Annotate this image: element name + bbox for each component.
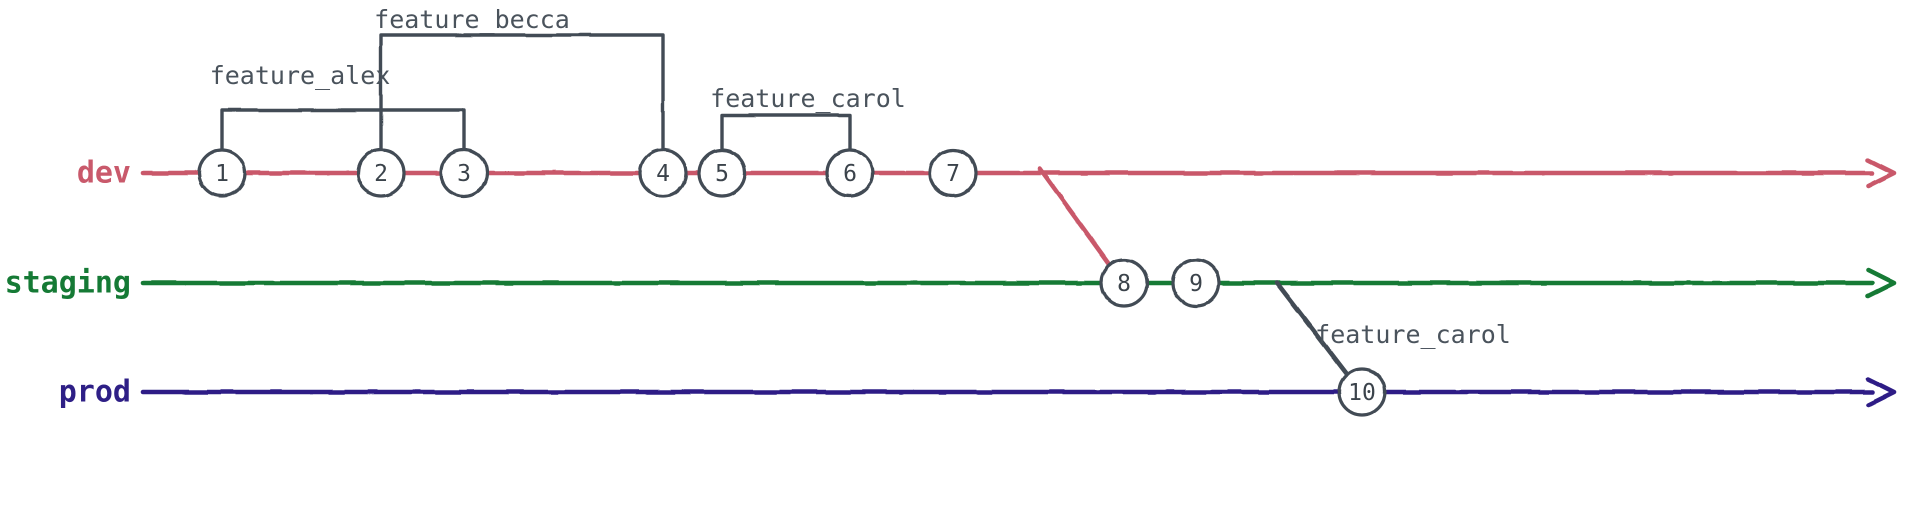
merge-line-staging-to-prod — [1274, 280, 1353, 381]
feature-branch-labels-group: feature_alex feature_becca feature_carol… — [210, 5, 1511, 349]
commit-node-3[interactable] — [439, 148, 489, 198]
lane-label-prod: prod — [59, 375, 131, 410]
lane-line-prod — [140, 376, 1897, 408]
commit-node-1[interactable] — [197, 148, 247, 198]
lane-labels-group: dev staging prod — [5, 156, 131, 410]
commit-node-label: 8 — [1117, 271, 1131, 297]
merge-lines-group — [1037, 166, 1353, 381]
staging-arrow-icon — [1865, 267, 1897, 299]
commit-node-label: 9 — [1189, 271, 1203, 297]
commit-node-label: 2 — [374, 161, 388, 187]
commit-node-10[interactable] — [1337, 367, 1387, 417]
feature-branch-label-alex: feature_alex — [210, 61, 391, 90]
merge-label-feature-carol: feature_carol — [1315, 320, 1511, 349]
prod-arrow-icon — [1865, 376, 1897, 408]
commit-node-9[interactable] — [1171, 258, 1221, 308]
lane-line-dev — [140, 157, 1897, 189]
commit-node-labels-group: 1 2 3 4 5 6 7 8 9 10 — [215, 161, 1376, 406]
bracket-feature-becca — [379, 33, 665, 152]
lane-lines-group — [140, 157, 1897, 408]
commit-node-label: 1 — [215, 161, 229, 187]
commit-node-label: 7 — [946, 161, 960, 187]
lane-line-staging — [140, 267, 1897, 299]
commit-nodes-group — [197, 148, 1387, 417]
commit-node-label: 5 — [715, 161, 729, 187]
commit-node-label: 6 — [843, 161, 857, 187]
bracket-feature-alex — [220, 108, 466, 152]
commit-node-label: 10 — [1348, 380, 1376, 406]
commit-node-6[interactable] — [825, 148, 875, 198]
commit-node-8[interactable] — [1099, 258, 1149, 308]
feature-brackets-group — [220, 33, 852, 152]
commit-node-7[interactable] — [928, 148, 978, 198]
commit-node-4[interactable] — [638, 148, 688, 198]
feature-branch-label-becca: feature_becca — [374, 5, 570, 34]
commit-node-label: 4 — [656, 161, 670, 187]
dev-arrow-icon — [1865, 157, 1897, 189]
commit-node-label: 3 — [457, 161, 471, 187]
feature-branch-label-carol: feature_carol — [710, 84, 906, 113]
lane-label-staging: staging — [5, 266, 131, 301]
lane-label-dev: dev — [77, 156, 131, 191]
commit-node-5[interactable] — [697, 148, 747, 198]
commit-node-2[interactable] — [356, 148, 406, 198]
bracket-feature-carol — [720, 113, 852, 152]
merge-line-dev-to-staging — [1037, 166, 1115, 271]
